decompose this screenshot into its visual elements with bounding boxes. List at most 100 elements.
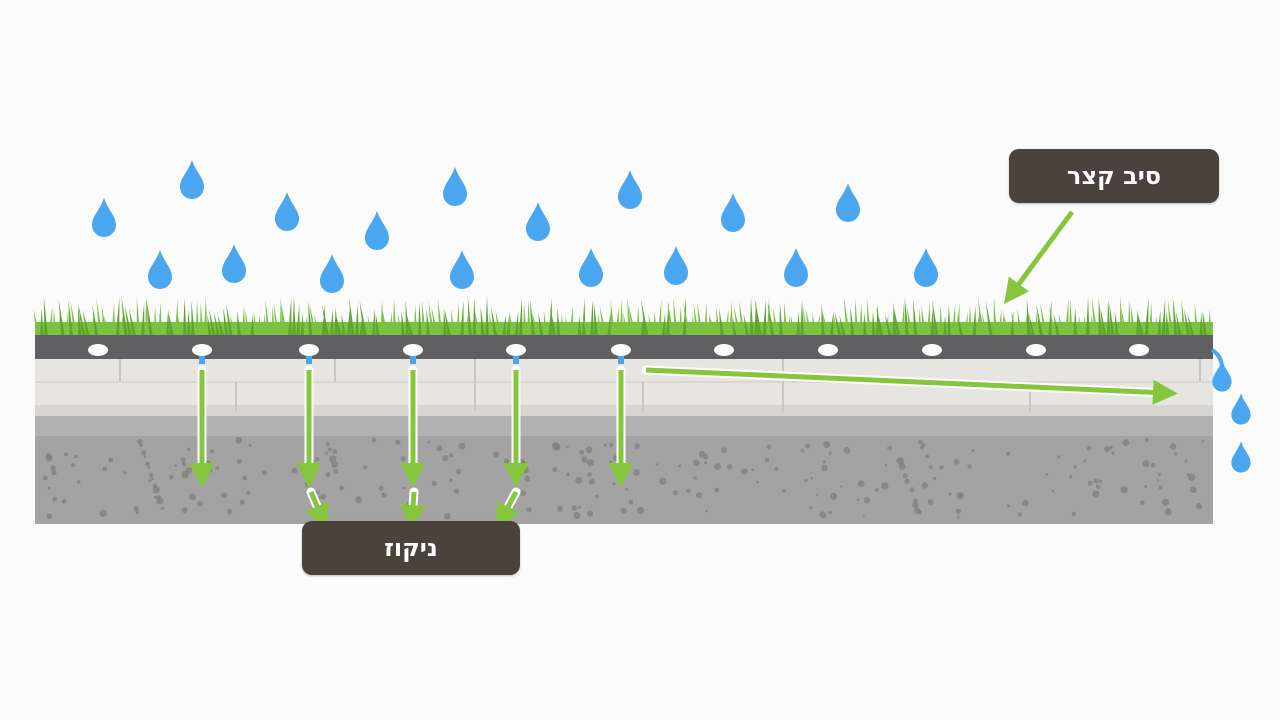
gravel-dot <box>698 450 706 458</box>
grass-blade <box>421 300 426 336</box>
grass-blade <box>367 315 372 336</box>
grass-blade <box>932 299 939 336</box>
grass-blade <box>767 302 775 336</box>
grass-blade <box>1011 311 1019 336</box>
gravel-dot <box>1142 460 1150 468</box>
gravel-dot <box>215 466 220 470</box>
gravel-dot <box>810 476 814 480</box>
gravel-dot <box>180 457 186 463</box>
grass-blade <box>822 311 830 336</box>
grass-blade <box>1023 313 1027 336</box>
gravel-dot <box>46 513 53 520</box>
gravel-dot <box>1045 473 1049 476</box>
grass-blade <box>1098 297 1103 336</box>
grass-blade <box>82 309 90 336</box>
grass-blade <box>308 301 313 336</box>
grass-blade <box>628 304 636 336</box>
grass-blade <box>397 313 401 336</box>
gravel-dot <box>449 478 453 483</box>
grass-blade <box>489 312 494 336</box>
gravel-dot <box>1017 512 1022 517</box>
grass-blade <box>843 296 851 336</box>
grass-blade <box>599 305 607 336</box>
grass-blade <box>204 296 208 336</box>
grass-blade <box>817 314 821 336</box>
grass-blade <box>1194 304 1199 336</box>
grass-blade <box>274 302 279 336</box>
grass-blade <box>111 302 116 336</box>
grass-blade <box>141 303 145 336</box>
grass-blade <box>1119 296 1124 336</box>
grass-blade <box>70 301 78 336</box>
drainage-hole <box>818 344 838 356</box>
gravel-dot <box>828 451 832 455</box>
grass-blade <box>978 297 985 336</box>
gravel-dot <box>805 443 811 449</box>
grass-blade <box>733 305 741 336</box>
gravel-dot <box>1188 473 1196 481</box>
gravel-dot <box>394 439 401 446</box>
grass-blade <box>657 299 662 336</box>
water-drip <box>306 356 312 364</box>
grass-blade <box>406 314 414 336</box>
grass-blade <box>334 307 338 336</box>
gravel-dot <box>634 443 640 449</box>
gravel-dot <box>672 490 679 496</box>
grass-blade <box>1073 307 1077 336</box>
raindrop-icon <box>1212 360 1232 392</box>
grass-blade <box>300 313 305 336</box>
grass-blade <box>762 299 767 336</box>
gravel-dot <box>1145 438 1149 443</box>
gravel-dot <box>1109 445 1113 450</box>
gravel-dot <box>721 447 728 454</box>
grass-blade <box>1026 297 1031 336</box>
raindrop-icon <box>365 211 389 250</box>
grass-blade <box>456 302 460 336</box>
gravel-dot <box>135 510 140 514</box>
grass-blade <box>349 298 355 336</box>
gravel-dot <box>341 486 345 490</box>
gravel-dot <box>524 475 531 482</box>
grass-blade <box>884 314 893 336</box>
grass-blade <box>33 309 40 336</box>
gravel-dot <box>714 487 720 493</box>
gravel-dot <box>704 461 708 465</box>
grass-blade <box>355 304 359 336</box>
gravel-dot <box>912 502 919 509</box>
grass-blade <box>708 315 712 336</box>
grass-blade <box>968 305 972 336</box>
grass-blade <box>431 306 439 336</box>
gravel-dot <box>782 489 786 493</box>
gravel-dot <box>1122 439 1130 446</box>
arrow-down-icon <box>1004 210 1075 305</box>
grass-blade <box>906 305 914 336</box>
gravel-dot <box>612 482 616 486</box>
grass-blade <box>569 305 574 336</box>
grass-blade <box>750 297 754 336</box>
gravel-dot <box>1093 478 1099 484</box>
gravel-dot <box>863 497 871 504</box>
grass-blade <box>918 308 922 336</box>
grass-blade <box>577 315 582 336</box>
grass-blade <box>667 300 674 336</box>
grass-blade <box>158 312 166 336</box>
grass-blade <box>341 313 347 336</box>
raindrop-icon <box>92 198 116 237</box>
gravel-dot <box>756 480 759 484</box>
grass-blade <box>871 310 876 336</box>
grass-blade <box>1002 311 1006 336</box>
grass-blade <box>280 297 288 336</box>
grass-blade <box>43 296 48 336</box>
gravel-dot <box>918 439 923 444</box>
gravel-dot <box>800 448 805 453</box>
grass-blade <box>1181 299 1187 336</box>
gravel-dot <box>331 460 339 468</box>
grass-blade <box>187 310 191 336</box>
gravel-dot <box>822 460 827 464</box>
gravel-dot <box>939 465 944 470</box>
gravel-dot <box>1022 499 1029 507</box>
gravel-dot <box>603 443 607 447</box>
gravel-dot <box>819 511 827 519</box>
gravel-dot <box>152 486 160 494</box>
gravel-dot <box>571 505 577 511</box>
